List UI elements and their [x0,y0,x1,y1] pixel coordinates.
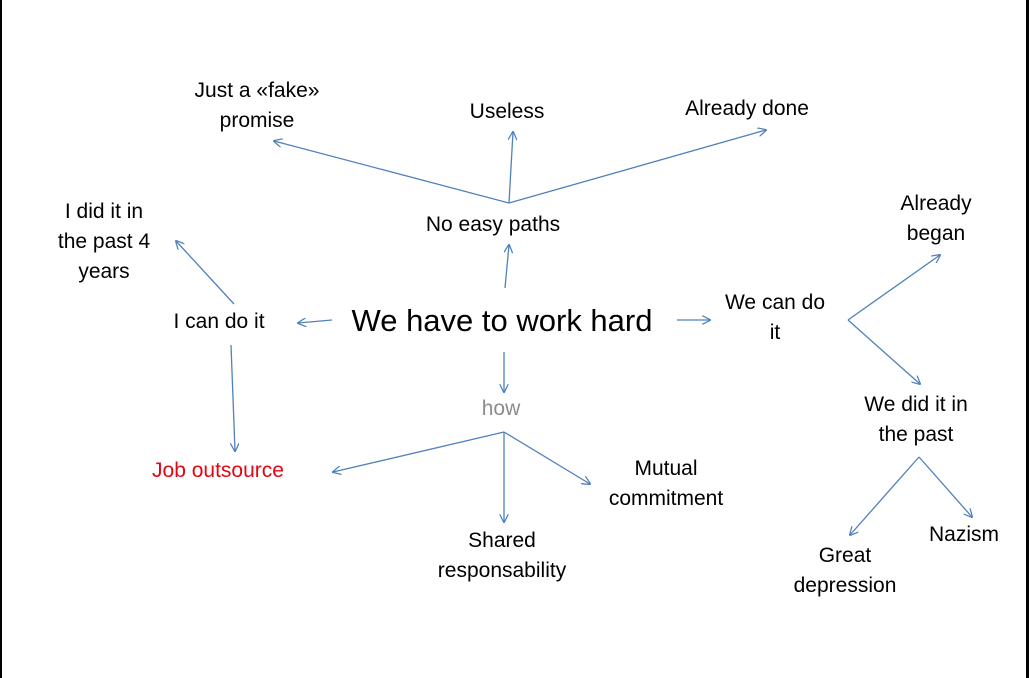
arrow-no-easy-paths-to-useless [509,132,513,204]
node-text-line: promise [219,109,295,132]
node-text-line: No easy paths [425,213,561,236]
node-text-line: how [481,397,521,420]
node-text-line: began [906,222,966,245]
node-text-line: We did it in [864,393,968,416]
node-text-line: years [78,260,130,283]
node-already-began: Already began [900,189,971,249]
node-text-line: I can do it [173,310,265,333]
node-text-line: Shared [468,529,536,552]
node-text-line: Already [900,192,972,215]
node-text-line: I did it in [64,200,144,223]
node-text-line: it [769,321,781,344]
node-text-line: Job outsource [152,459,284,482]
node-we-have-to-work-hard: We have to work hard [352,301,653,341]
arrow-how-to-job-outsource [333,431,505,472]
arrow-we-can-do-it-to-already-began [847,255,940,321]
node-we-can-do-it: We can do it [725,288,825,348]
node-text-line: Nazism [928,523,1000,546]
node-text-line: We can do [724,291,826,314]
arrow-how-to-mutual [503,431,590,484]
arrow-center-to-no-easy-paths [505,245,509,289]
node-job-outsource: Job outsource [152,456,284,486]
arrow-no-easy-paths-to-already-done [508,130,766,204]
node-great-depression: Great depression [794,541,897,601]
node-text-line: responsability [437,559,567,582]
arrow-we-can-do-it-to-we-did-it-past [847,319,920,384]
node-nazism: Nazism [929,520,999,550]
node-text-line: Mutual [634,457,698,480]
node-we-did-it-in-the-past: We did it in the past [864,390,968,450]
node-text-line: the past [878,423,954,446]
node-just-a-fake-promise: Just a «fake» promise [195,76,320,136]
arrow-we-did-it-past-to-nazism [918,456,972,517]
node-text-line: Just a «fake» [194,79,320,102]
arrow-we-did-it-past-to-great-depression [850,456,920,535]
node-text-line: depression [793,574,897,597]
node-useless: Useless [470,97,545,127]
node-text-line: the past 4 [57,230,151,253]
node-text-line: Useless [469,100,545,123]
node-text-line: Already done [685,97,809,120]
node-text-line: We have to work hard [351,303,653,338]
node-i-did-it-in-the-past-4-years: I did it in the past 4 years [58,197,150,287]
node-already-done: Already done [685,94,809,124]
arrow-no-easy-paths-to-fake-promise [274,141,510,204]
node-no-easy-paths: No easy paths [426,210,560,240]
arrow-i-can-do-it-to-did-it-past-4 [176,241,235,305]
node-text-line: commitment [608,487,724,510]
node-text-line: Great [818,544,872,567]
node-mutual-commitment: Mutual commitment [609,454,723,514]
arrow-center-to-i-can-do-it [298,320,333,323]
node-shared-responsability: Shared responsability [438,526,566,586]
arrow-i-can-do-it-to-job-outsource [231,344,235,451]
node-how: how [482,394,521,424]
node-i-can-do-it: I can do it [173,307,264,337]
